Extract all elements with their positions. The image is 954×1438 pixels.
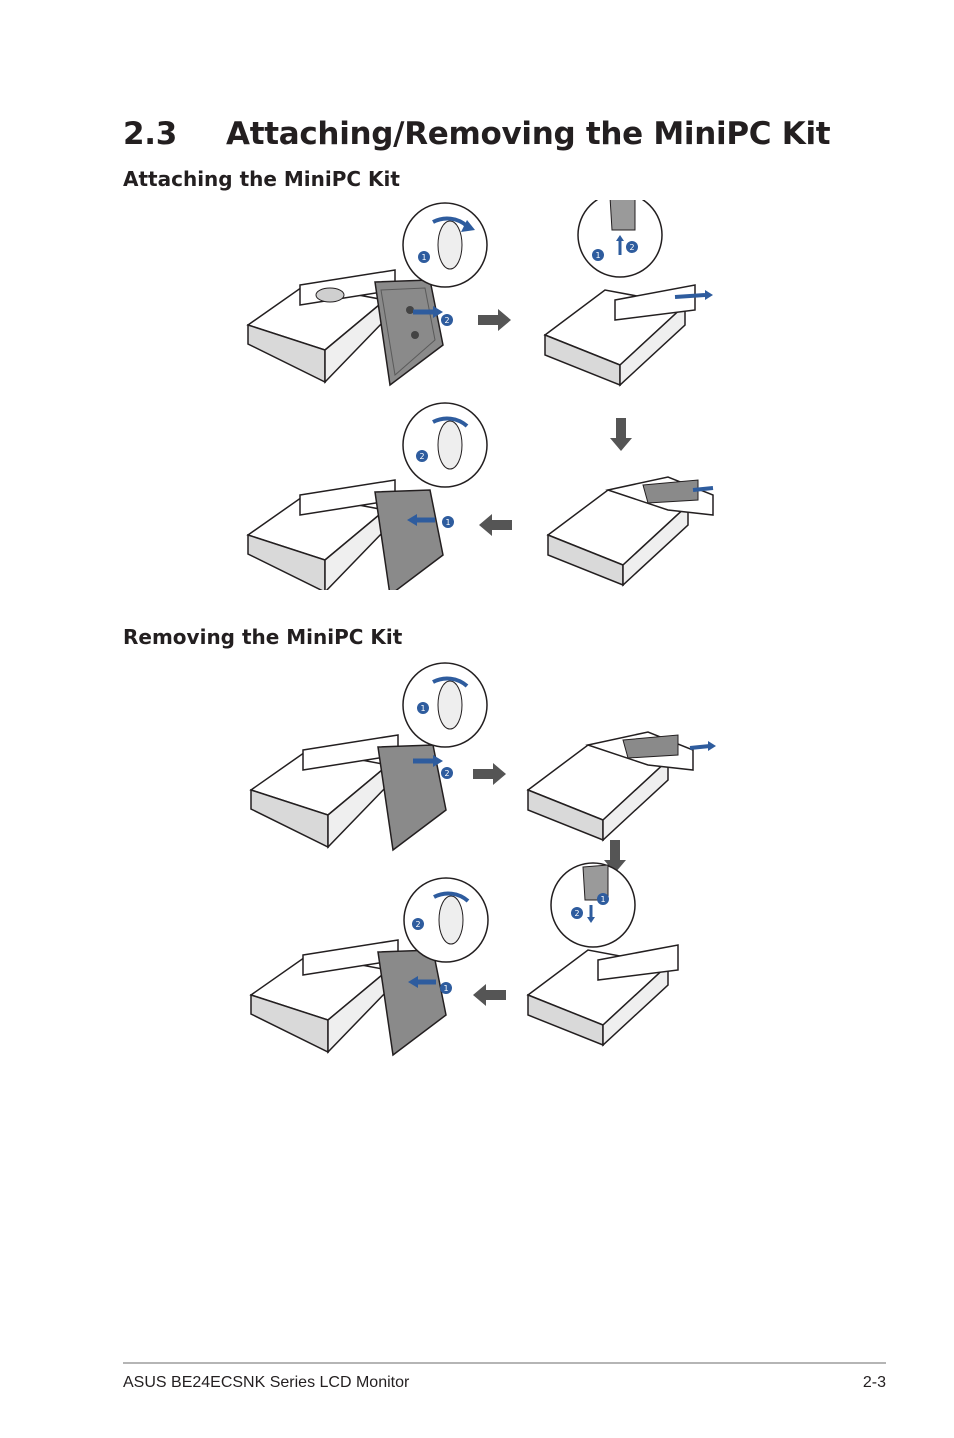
remove-step-1: 1 2 <box>251 663 487 850</box>
attaching-heading: Attaching the MiniPC Kit <box>123 166 400 192</box>
svg-text:2: 2 <box>574 909 579 918</box>
attach-step-2: 1 2 <box>545 200 713 385</box>
svg-text:2: 2 <box>419 452 424 461</box>
flow-arrow-right <box>478 309 511 331</box>
svg-text:1: 1 <box>600 895 605 904</box>
flow-arrow-right <box>473 763 506 785</box>
svg-text:2: 2 <box>629 243 634 252</box>
kit-callout: 1 2 <box>578 200 662 277</box>
attach-step-3 <box>548 477 713 585</box>
svg-text:1: 1 <box>421 253 426 262</box>
flow-arrow-down <box>610 418 632 451</box>
attach-step-4: 2 1 <box>248 403 487 590</box>
section-title-text: Attaching/Removing the MiniPC Kit <box>226 116 830 152</box>
svg-text:2: 2 <box>444 769 449 778</box>
lever-callout: 1 <box>403 203 487 287</box>
remove-step-2 <box>528 732 716 840</box>
svg-text:1: 1 <box>445 518 450 527</box>
remove-step-4: 2 1 <box>251 878 488 1055</box>
flow-arrow-left <box>479 514 512 536</box>
svg-text:1: 1 <box>443 984 448 993</box>
footer-divider <box>123 1362 886 1364</box>
attach-step-1: 1 2 <box>248 203 487 385</box>
section-number: 2.3 <box>123 114 226 154</box>
remove-step-3: 1 2 <box>528 863 678 1045</box>
svg-text:1: 1 <box>595 251 600 260</box>
removing-heading: Removing the MiniPC Kit <box>123 624 402 650</box>
attaching-figure: 1 2 <box>0 200 954 590</box>
removing-figure: 1 2 <box>0 660 954 1060</box>
svg-text:2: 2 <box>444 316 449 325</box>
footer-page-number: 2-3 <box>863 1372 886 1394</box>
footer-product-name: ASUS BE24ECSNK Series LCD Monitor <box>123 1372 409 1394</box>
vesa-plate-illustration <box>375 280 443 385</box>
svg-text:1: 1 <box>420 704 425 713</box>
stand-base-illustration <box>248 270 395 382</box>
flow-arrow-left <box>473 984 506 1006</box>
svg-text:2: 2 <box>415 920 420 929</box>
